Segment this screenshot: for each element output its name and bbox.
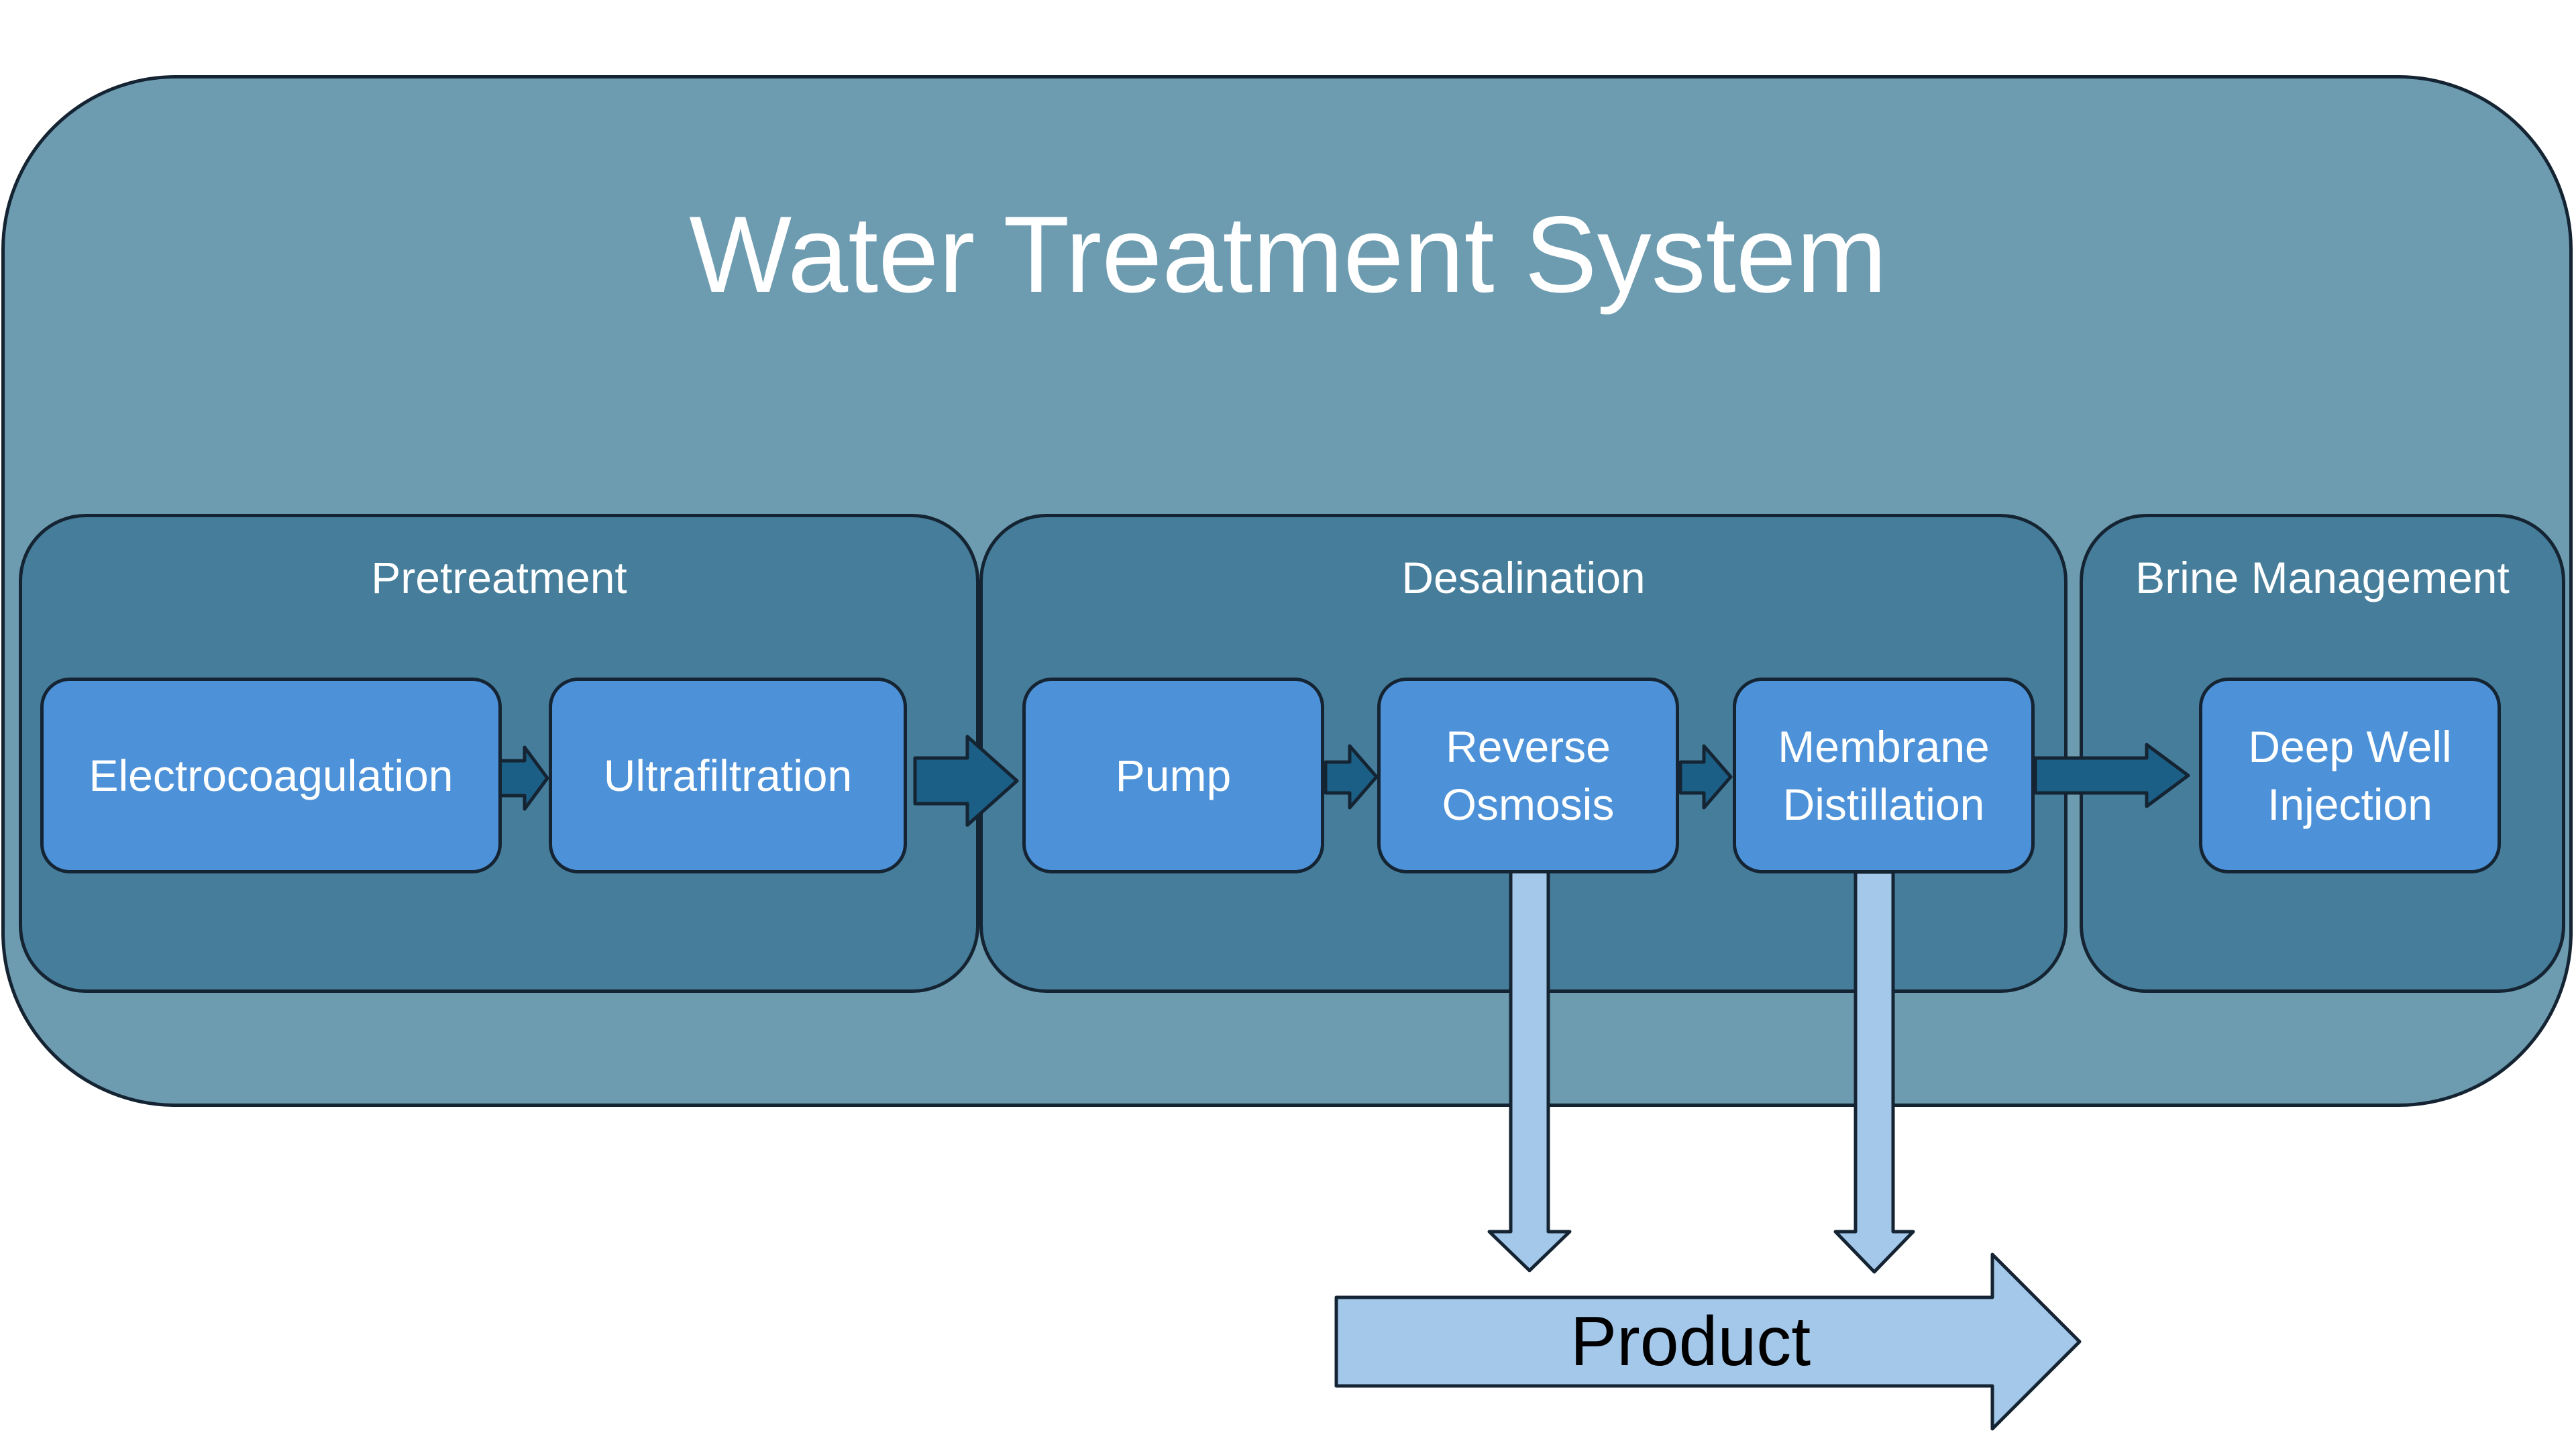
group-brine-management-title: Brine Management xyxy=(2135,553,2510,602)
arrow-pump-to-reverse-osmosis xyxy=(1324,744,1379,810)
node-electrocoagulation-label: Electrocoagulation xyxy=(89,751,453,800)
node-membrane-distillation-label: Membrane Distillation xyxy=(1778,722,1990,829)
node-reverse-osmosis-label: Reverse Osmosis xyxy=(1442,722,1615,829)
node-pump-label: Pump xyxy=(1115,751,1232,800)
node-membrane-distillation: Membrane Distillation xyxy=(1733,678,2035,873)
arrow-reverse-osmosis-to-product xyxy=(1487,869,1572,1273)
node-deep-well-injection: Deep Well Injection xyxy=(2199,678,2501,873)
group-desalination-title: Desalination xyxy=(1401,553,1646,602)
node-ultrafiltration: Ultrafiltration xyxy=(549,678,907,873)
node-reverse-osmosis: Reverse Osmosis xyxy=(1377,678,1679,873)
node-pump: Pump xyxy=(1022,678,1324,873)
product-arrow xyxy=(1334,1252,2082,1431)
arrow-membrane-distillation-to-deep-well-injection xyxy=(2033,743,2190,808)
node-electrocoagulation: Electrocoagulation xyxy=(40,678,502,873)
product-label: Product xyxy=(1570,1303,1811,1381)
arrow-reverse-osmosis-to-membrane-distillation xyxy=(1678,744,1733,810)
arrow-ultrafiltration-to-pump xyxy=(913,735,1019,827)
diagram-title: Water Treatment System xyxy=(689,194,1887,315)
arrow-electrocoagulation-to-ultrafiltration xyxy=(496,745,549,811)
node-ultrafiltration-label: Ultrafiltration xyxy=(603,751,853,800)
node-deep-well-injection-label: Deep Well Injection xyxy=(2248,722,2452,829)
arrow-membrane-distillation-to-product xyxy=(1833,870,1915,1274)
group-pretreatment-title: Pretreatment xyxy=(371,553,627,602)
